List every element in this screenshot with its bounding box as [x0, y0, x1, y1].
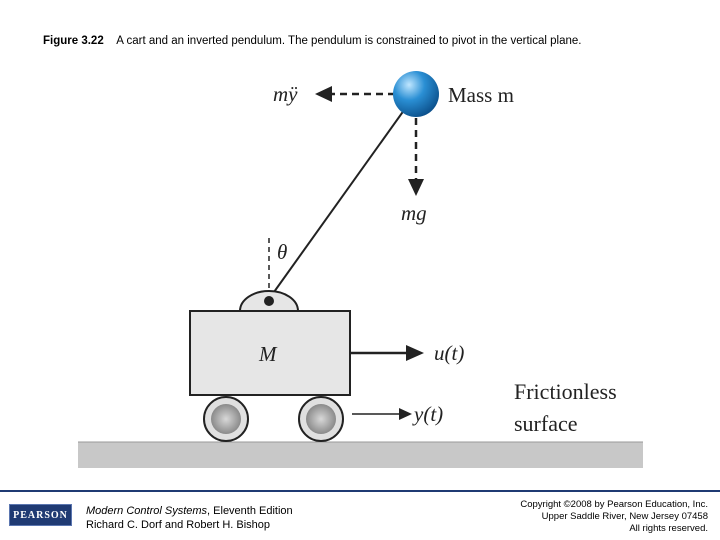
copyright-line-2: Upper Saddle River, New Jersey 07458: [541, 511, 708, 522]
pendulum-rod: [268, 105, 408, 300]
copyright-line-3: All rights reserved.: [629, 523, 708, 534]
inertial-force-label: mÿ: [273, 82, 298, 106]
copyright-line-1: Copyright ©2008 by Pearson Education, In…: [520, 499, 708, 510]
left-wheel: [203, 396, 249, 442]
figure-label: Figure 3.22: [43, 35, 104, 47]
input-force-label: u(t): [434, 341, 464, 365]
caption-text: A cart and an inverted pendulum. The pen…: [116, 35, 582, 47]
surface-label-line1: Frictionless: [514, 379, 617, 404]
inertial-force-arrow-head: [315, 86, 332, 102]
book-title: Modern Control Systems: [86, 505, 208, 517]
figure-caption: Figure 3.22 A cart and an inverted pendu…: [43, 35, 703, 47]
angle-label: θ: [277, 240, 287, 264]
ground-surface: [78, 442, 643, 468]
book-citation: Modern Control Systems, Eleventh Edition…: [86, 504, 293, 532]
mass-label: Mass m: [448, 83, 514, 107]
cart-body: [189, 310, 351, 396]
pearson-logo: PEARSON: [9, 504, 72, 526]
pivot-point: [264, 296, 274, 306]
footer-rule: [0, 490, 720, 492]
book-edition: , Eleventh Edition: [207, 505, 293, 517]
mass-ball: [393, 71, 439, 117]
book-authors: Richard C. Dorf and Robert H. Bishop: [86, 519, 271, 531]
right-wheel: [298, 396, 344, 442]
cart-mass-label: M: [258, 342, 278, 366]
gravity-arrow-head: [408, 179, 424, 196]
copyright-notice: Copyright ©2008 by Pearson Education, In…: [520, 499, 708, 535]
position-arrow-head: [399, 408, 412, 420]
footer: PEARSON Modern Control Systems, Eleventh…: [0, 492, 720, 540]
cart-pendulum-diagram: Mass m mÿ mg θ M u(t) y(t) Frictionless …: [78, 71, 643, 468]
surface-label-line2: surface: [514, 411, 578, 436]
input-force-arrow-head: [406, 345, 424, 361]
position-label: y(t): [412, 402, 443, 426]
gravity-label: mg: [401, 201, 427, 225]
